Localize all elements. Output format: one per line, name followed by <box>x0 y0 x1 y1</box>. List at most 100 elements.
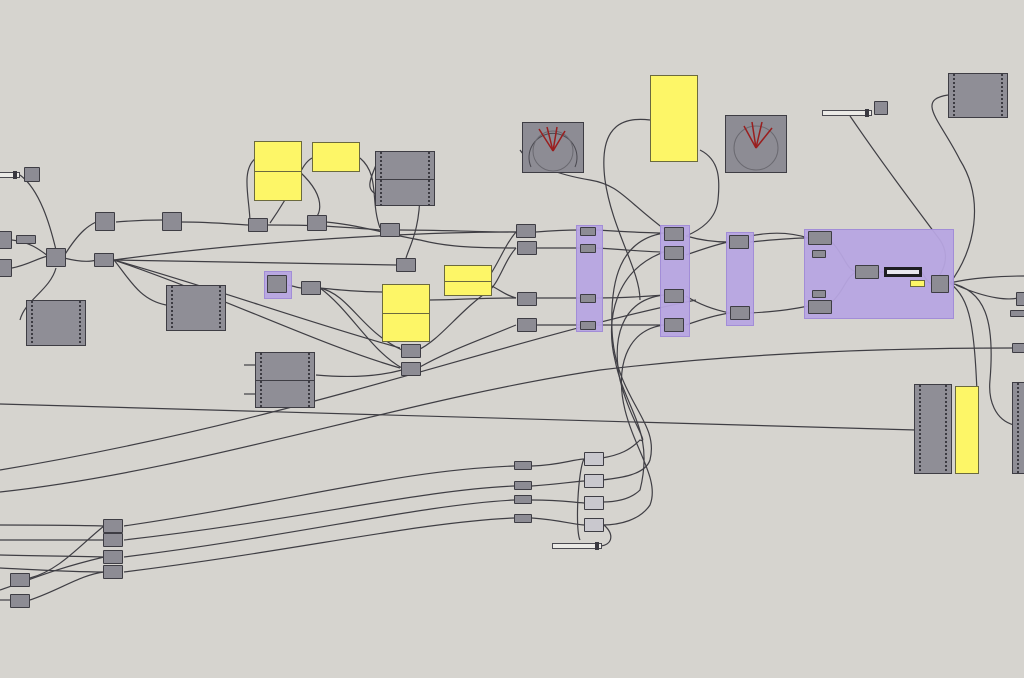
number-slider[interactable] <box>822 109 872 117</box>
component-node[interactable] <box>664 246 684 260</box>
component-node[interactable] <box>248 218 268 232</box>
component-node[interactable] <box>24 167 40 182</box>
component-node[interactable] <box>401 362 421 376</box>
yellow-panel[interactable] <box>910 280 925 287</box>
wire <box>0 554 105 558</box>
component-node[interactable] <box>517 292 537 306</box>
component-node[interactable] <box>812 250 826 258</box>
yellow-panel[interactable] <box>254 141 302 201</box>
component-node[interactable] <box>396 258 416 272</box>
component-node[interactable] <box>517 241 537 255</box>
wire <box>325 221 517 249</box>
component-node[interactable] <box>103 533 123 547</box>
wire <box>113 259 397 266</box>
wire <box>359 157 381 229</box>
data-list-node[interactable] <box>914 384 952 474</box>
component-node[interactable] <box>584 518 604 532</box>
component-node[interactable] <box>808 300 832 314</box>
component-node[interactable] <box>584 474 604 488</box>
component-node[interactable] <box>874 101 888 115</box>
component-node[interactable] <box>103 519 123 533</box>
yellow-panel[interactable] <box>312 142 360 172</box>
yellow-panel[interactable] <box>444 265 492 296</box>
component-node[interactable] <box>729 235 749 249</box>
slider-knob[interactable] <box>865 109 869 117</box>
component-node[interactable] <box>514 481 532 490</box>
component-node[interactable] <box>664 289 684 303</box>
component-node[interactable] <box>103 550 123 564</box>
component-node[interactable] <box>516 224 536 238</box>
component-node[interactable] <box>0 259 12 277</box>
component-node[interactable] <box>1010 310 1024 317</box>
component-node[interactable] <box>664 227 684 241</box>
data-list-node[interactable] <box>948 73 1008 118</box>
wire <box>246 157 257 224</box>
component-node[interactable] <box>514 514 532 523</box>
slider-knob[interactable] <box>13 171 17 179</box>
component-node[interactable] <box>401 344 421 358</box>
slider-knob[interactable] <box>595 542 599 550</box>
component-node[interactable] <box>267 275 287 293</box>
component-node[interactable] <box>580 227 596 236</box>
number-slider[interactable] <box>552 542 602 550</box>
yellow-panel[interactable] <box>650 75 698 162</box>
wire <box>601 324 665 526</box>
wire <box>603 118 651 301</box>
toggle-bar[interactable] <box>884 267 922 277</box>
component-node[interactable] <box>1016 292 1024 306</box>
component-node[interactable] <box>730 306 750 320</box>
component-node[interactable] <box>46 248 66 267</box>
component-node[interactable] <box>580 294 596 303</box>
data-list-node[interactable] <box>1012 382 1024 474</box>
wire <box>319 287 403 351</box>
component-node[interactable] <box>664 318 684 332</box>
dial-graph-icon <box>733 121 779 171</box>
component-node[interactable] <box>162 212 182 231</box>
number-slider[interactable] <box>0 171 20 179</box>
dial-graph-node[interactable] <box>522 122 584 173</box>
component-node[interactable] <box>16 235 36 244</box>
dial-graph-node[interactable] <box>725 115 787 173</box>
wire <box>417 324 517 369</box>
wire <box>955 284 1019 300</box>
wire <box>19 267 57 321</box>
yellow-panel[interactable] <box>382 284 430 342</box>
component-node[interactable] <box>584 496 604 510</box>
component-node[interactable] <box>1012 343 1024 353</box>
wire <box>11 255 49 269</box>
component-node[interactable] <box>580 321 596 330</box>
wire <box>123 485 515 541</box>
data-list-node[interactable] <box>375 151 435 206</box>
node-group[interactable] <box>576 225 603 332</box>
component-node[interactable] <box>10 594 30 608</box>
wire <box>601 251 665 503</box>
data-list-node[interactable] <box>26 300 86 346</box>
component-node[interactable] <box>514 461 532 470</box>
component-node[interactable] <box>307 215 327 231</box>
wire <box>685 312 731 326</box>
component-node[interactable] <box>855 265 879 279</box>
component-node[interactable] <box>931 275 949 293</box>
component-node[interactable] <box>514 495 532 504</box>
wire <box>123 465 515 527</box>
component-node[interactable] <box>584 452 604 466</box>
component-node[interactable] <box>301 281 321 295</box>
wire <box>113 259 401 349</box>
component-node[interactable] <box>812 290 826 298</box>
component-node[interactable] <box>103 565 123 579</box>
component-node[interactable] <box>580 244 596 253</box>
component-node[interactable] <box>517 318 537 332</box>
component-node[interactable] <box>380 223 400 237</box>
data-list-node[interactable] <box>255 352 315 408</box>
component-node[interactable] <box>0 231 12 249</box>
wire <box>29 571 105 601</box>
wire <box>315 369 403 377</box>
component-node[interactable] <box>94 253 114 267</box>
data-list-node[interactable] <box>166 285 226 331</box>
component-node[interactable] <box>808 231 832 245</box>
component-node[interactable] <box>95 212 115 231</box>
yellow-panel[interactable] <box>955 386 979 474</box>
wire <box>319 287 385 293</box>
component-node[interactable] <box>10 573 30 587</box>
